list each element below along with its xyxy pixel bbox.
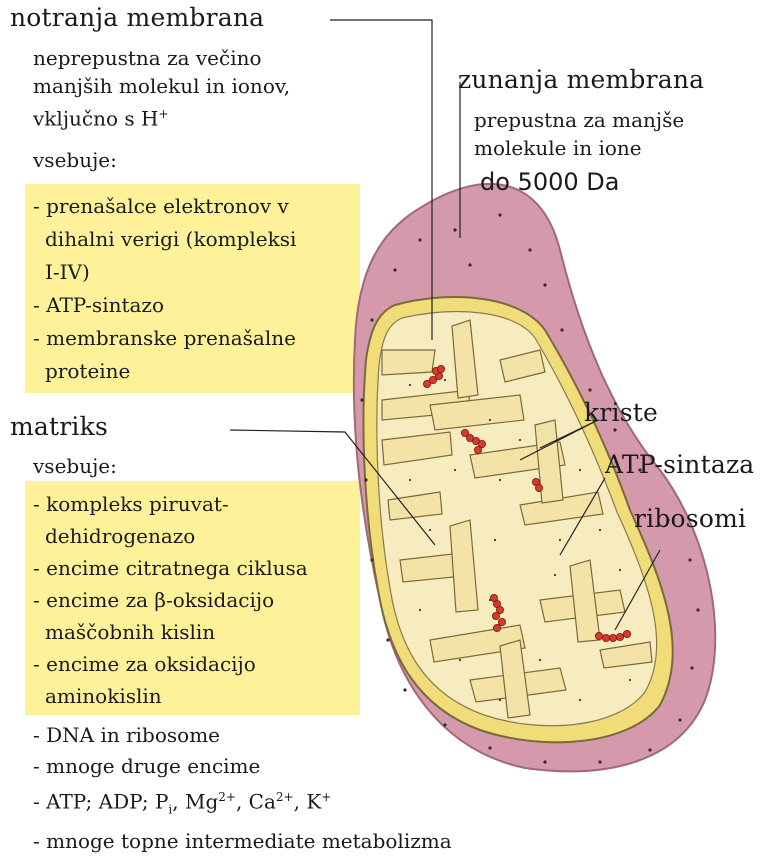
- outer-membrane-desc-line: prepustna za manjše: [474, 106, 684, 134]
- inner-membrane-item: - membranske prenašalne: [33, 322, 296, 355]
- matrix-item: - mnoge topne intermediate metabolizma: [33, 826, 452, 857]
- matrix-contains-label: vsebuje:: [33, 452, 117, 480]
- matrix-other-items: - DNA in ribosome - mnoge druge encime -…: [33, 720, 452, 857]
- inner-membrane-contains-label: vsebuje:: [33, 146, 117, 174]
- inner-membrane-item: - ATP-sintazo: [33, 289, 296, 322]
- outer-membrane-title: zunanja membrana: [458, 65, 704, 94]
- inner-membrane-desc-line: neprepustna za večino: [33, 44, 290, 72]
- inner-membrane-items: - prenašalce elektronov v dihalni verigi…: [33, 190, 296, 388]
- inner-membrane-item: proteine: [33, 355, 296, 388]
- outer-membrane-description: prepustna za manjše molekule in ione: [474, 106, 684, 162]
- matrix-item: - DNA in ribosome: [33, 720, 452, 751]
- matrix-item: - kompleks piruvat-: [33, 488, 308, 520]
- inner-membrane-desc-line: manjših molekul in ionov,: [33, 72, 290, 100]
- outer-membrane-size-note: do 5000 Da: [480, 168, 619, 196]
- atp-synthase-label: ATP-sintaza: [605, 450, 754, 479]
- matrix-item: aminokislin: [33, 680, 308, 712]
- matrix-item: maščobnih kislin: [33, 616, 308, 648]
- matrix-item: - mnoge druge encime: [33, 751, 452, 782]
- matrix-item: - encime citratnega ciklusa: [33, 552, 308, 584]
- outer-membrane-desc-line: molekule in ione: [474, 134, 684, 162]
- matrix-item: - encime za oksidacijo: [33, 648, 308, 680]
- matrix-item: - encime za β-oksidacijo: [33, 584, 308, 616]
- inner-membrane-title: notranja membrana: [10, 3, 264, 32]
- inner-membrane-item: I-IV): [33, 256, 296, 289]
- ribosomes-label: ribosomi: [634, 504, 746, 533]
- inner-membrane-item: dihalni verigi (kompleksi: [33, 223, 296, 256]
- inner-membrane-description: neprepustna za večino manjših molekul in…: [33, 44, 290, 133]
- inner-membrane-item: - prenašalce elektronov v: [33, 190, 296, 223]
- matrix-item-ions: - ATP; ADP; Pi, Mg2+, Ca2+, K+: [33, 782, 452, 826]
- matrix-item: dehidrogenazo: [33, 520, 308, 552]
- matrix-highlighted-items: - kompleks piruvat- dehidrogenazo - enci…: [33, 488, 308, 712]
- cristae-label: kriste: [584, 398, 658, 427]
- inner-membrane-desc-line: vključno s H+: [33, 100, 290, 133]
- matrix-title: matriks: [10, 412, 108, 441]
